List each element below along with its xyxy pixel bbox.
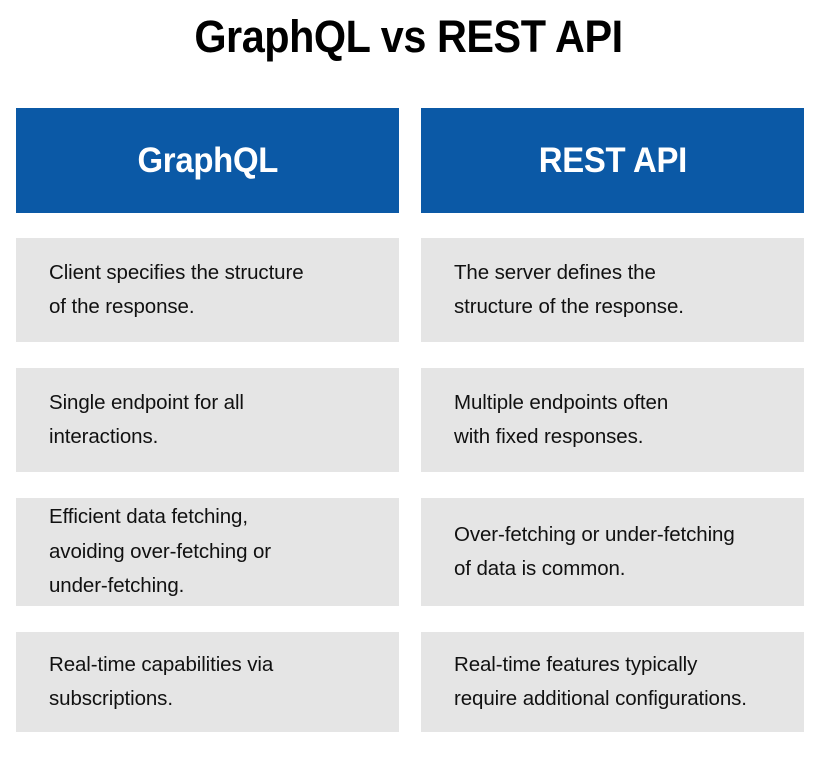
table-cell: The server defines the structure of the … <box>421 238 804 342</box>
comparison-grid: GraphQL Client specifies the structure o… <box>16 108 805 732</box>
column-header-rest-api: REST API <box>421 108 804 213</box>
table-cell: Single endpoint for all interactions. <box>16 368 399 472</box>
table-cell: Over-fetching or under-fetching of data … <box>421 498 804 606</box>
table-cell: Efficient data fetching, avoiding over-f… <box>16 498 399 606</box>
column-header-label-rest-api: REST API <box>538 141 687 180</box>
table-cell-text: Client specifies the structure of the re… <box>49 260 304 318</box>
column-rest-api: REST API The server defines the structur… <box>421 108 804 732</box>
table-cell: Real-time capabilities via subscriptions… <box>16 632 399 732</box>
column-header-graphql: GraphQL <box>16 108 399 213</box>
column-cells-graphql: Client specifies the structure of the re… <box>16 238 399 732</box>
table-cell-text: Real-time capabilities via subscriptions… <box>49 652 274 710</box>
table-cell-text: Real-time features typically require add… <box>454 652 747 710</box>
table-cell-text: Single endpoint for all interactions. <box>49 390 244 448</box>
table-cell-text: Multiple endpoints often with fixed resp… <box>454 390 669 448</box>
column-header-label-graphql: GraphQL <box>137 141 278 180</box>
column-graphql: GraphQL Client specifies the structure o… <box>16 108 399 732</box>
page-title: GraphQL vs REST API <box>194 11 623 62</box>
table-cell-text: Efficient data fetching, avoiding over-f… <box>49 505 271 598</box>
table-cell: Real-time features typically require add… <box>421 632 804 732</box>
table-cell-text: The server defines the structure of the … <box>454 260 684 318</box>
table-cell: Client specifies the structure of the re… <box>16 238 399 342</box>
table-cell: Multiple endpoints often with fixed resp… <box>421 368 804 472</box>
column-cells-rest-api: The server defines the structure of the … <box>421 238 804 732</box>
table-cell-text: Over-fetching or under-fetching of data … <box>454 522 735 580</box>
